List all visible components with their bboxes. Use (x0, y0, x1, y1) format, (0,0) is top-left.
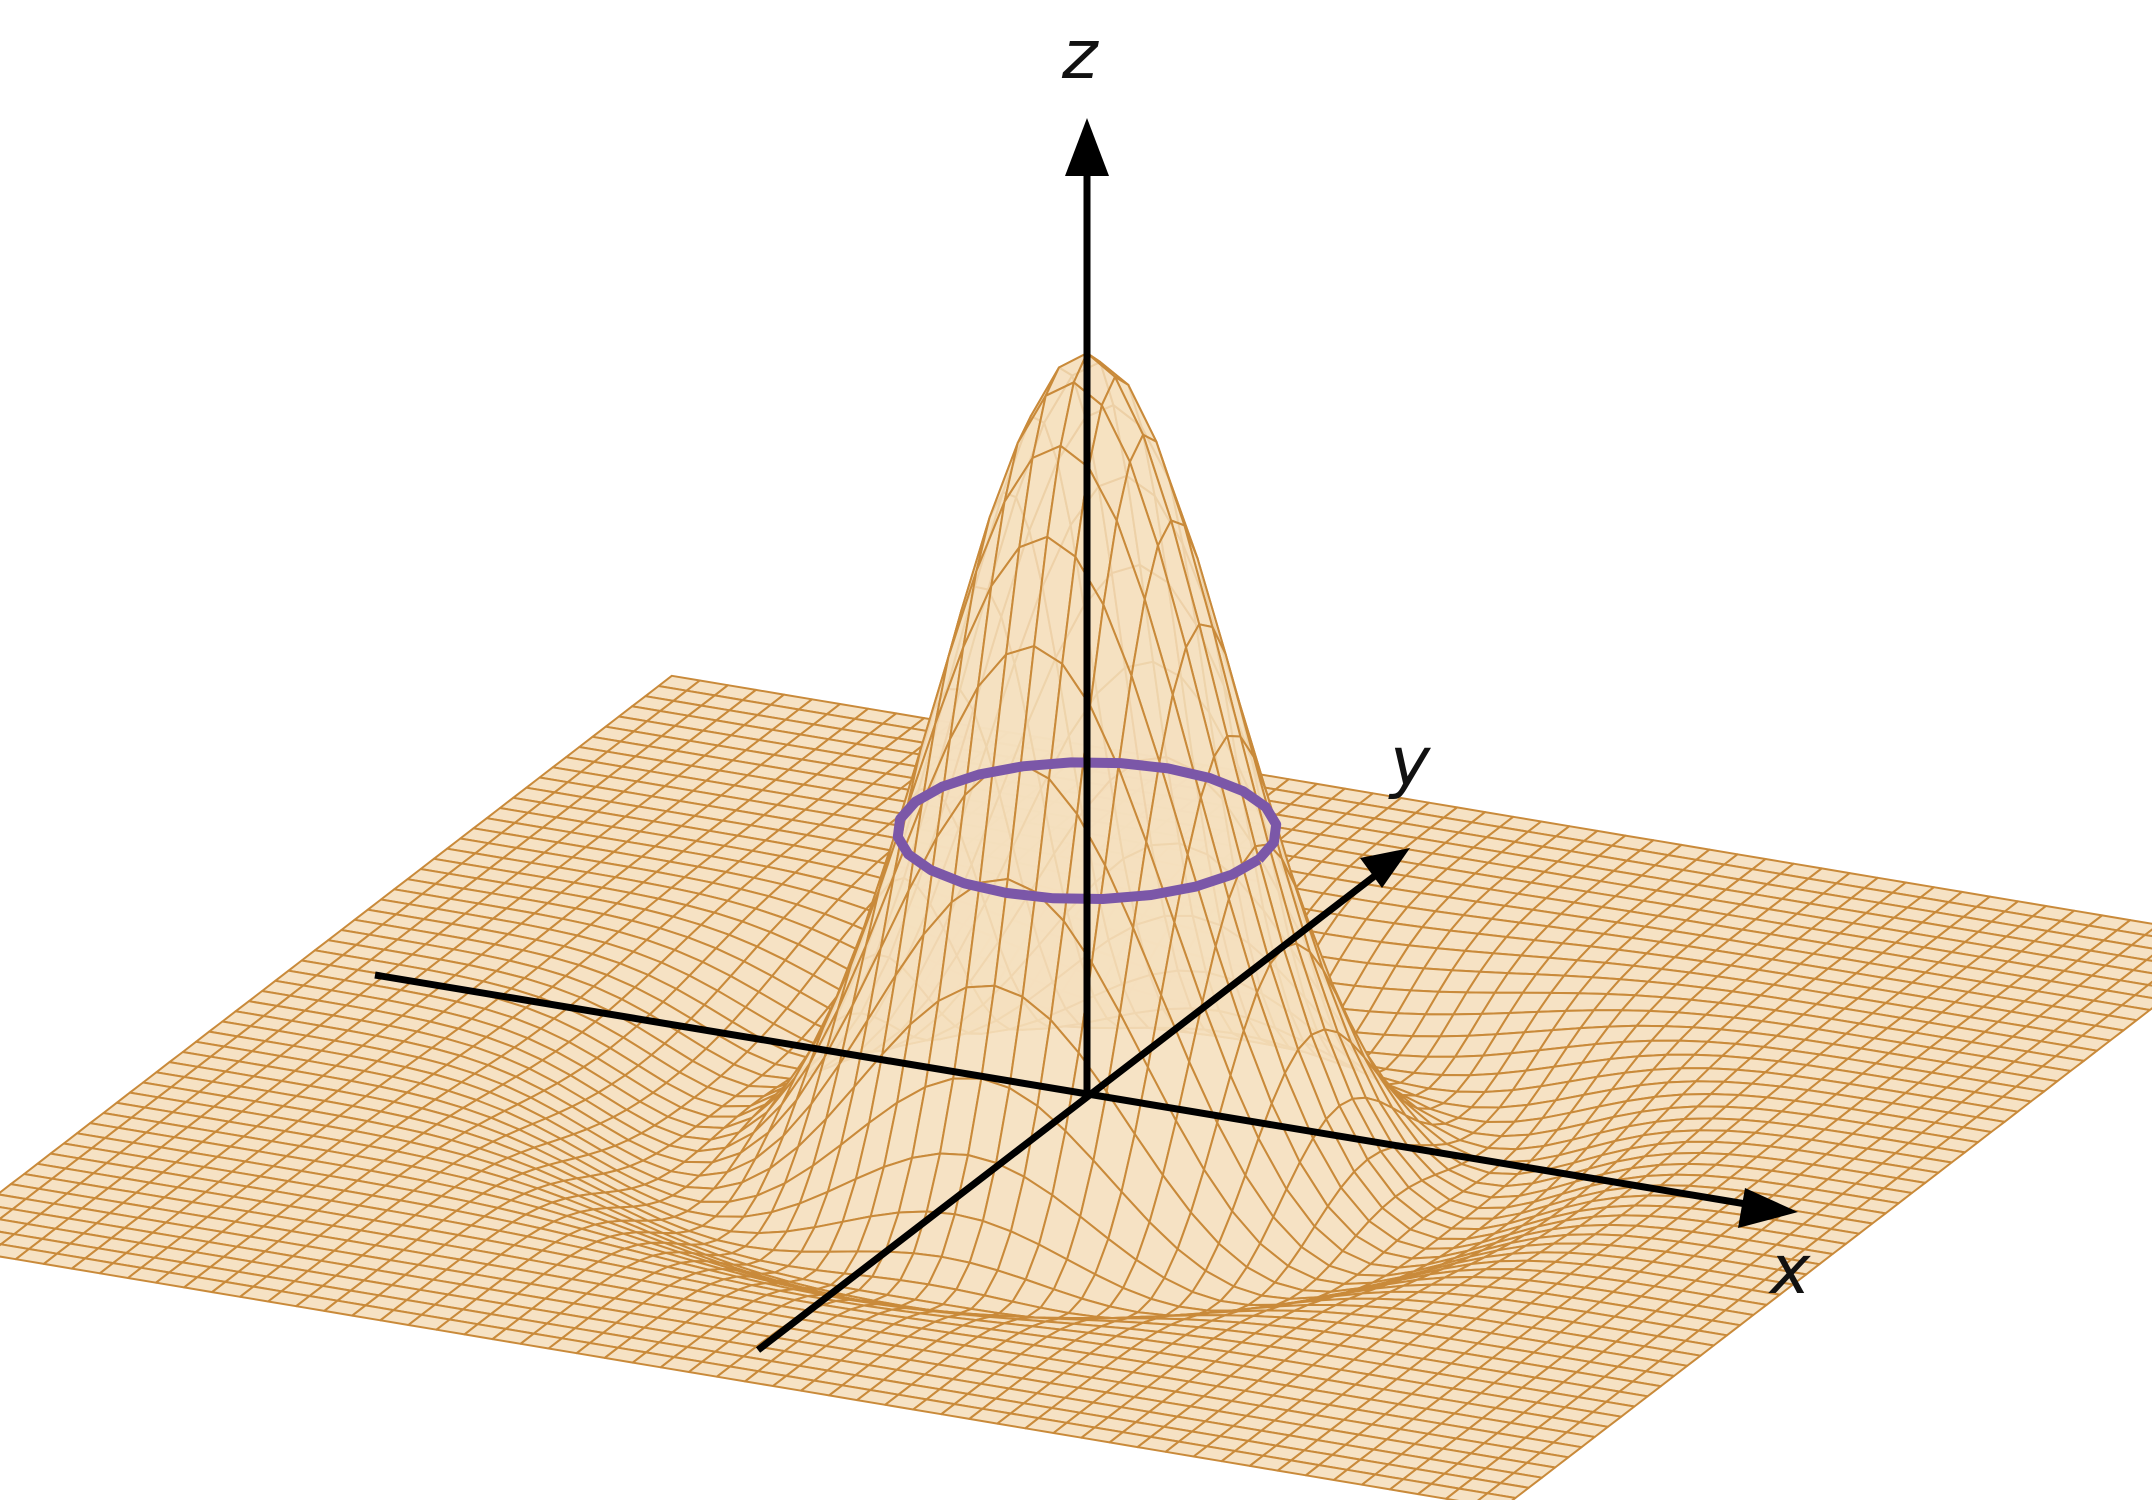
z-axis-arrowhead (1065, 118, 1109, 176)
surface-facet (1477, 1492, 1517, 1500)
y-axis-line (755, 865, 1388, 1353)
surface-mesh (0, 352, 2152, 1500)
surface-facet (2134, 984, 2152, 1000)
level-curve (892, 757, 1282, 904)
z-axis-label: z (1061, 16, 1099, 95)
y-axis-label: y (1388, 723, 1431, 802)
coordinate-axes: x y z (374, 16, 1811, 1353)
y-axis-arrowhead (1360, 848, 1410, 888)
x-axis-label: x (1768, 1231, 1811, 1310)
x-axis-line (374, 971, 1771, 1212)
level-curve-path (892, 757, 1282, 904)
x-axis-arrowhead (1738, 1188, 1798, 1228)
